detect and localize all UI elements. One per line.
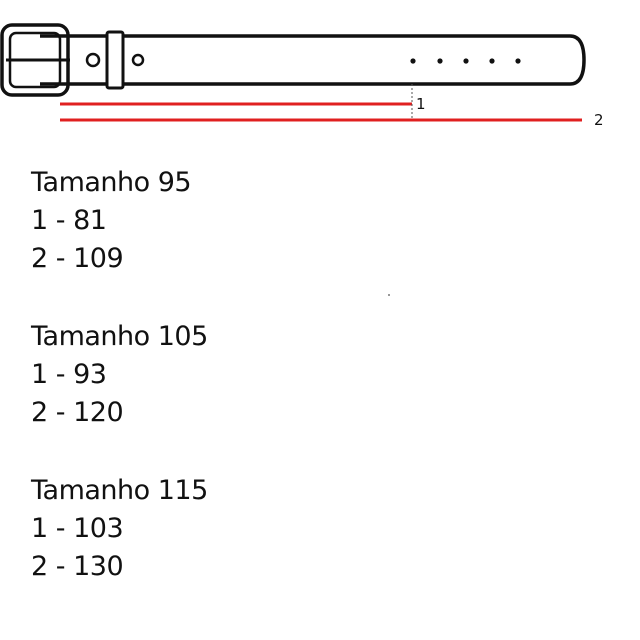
stray-dot	[388, 294, 390, 296]
belt-hole	[515, 58, 521, 64]
size-measure-2: 2 - 130	[31, 551, 124, 582]
size-measure-1: 1 - 103	[31, 513, 124, 544]
size-group-95: Tamanho 95 1 - 81 2 - 109	[31, 164, 431, 278]
size-group-115: Tamanho 115 1 - 103 2 - 130	[31, 472, 431, 586]
measurement-lines: 1 2	[60, 84, 604, 129]
belt-hole	[463, 58, 469, 64]
measure-label-1: 1	[416, 95, 426, 113]
size-title: Tamanho 95	[31, 167, 192, 198]
belt-hole	[437, 58, 443, 64]
size-measure-2: 2 - 120	[31, 397, 124, 428]
size-title: Tamanho 115	[31, 475, 208, 506]
size-list: Tamanho 95 1 - 81 2 - 109 Tamanho 105 1 …	[31, 164, 431, 626]
size-measure-1: 1 - 93	[31, 359, 107, 390]
size-group-105: Tamanho 105 1 - 93 2 - 120	[31, 318, 431, 432]
belt-buckle-icon	[0, 23, 70, 97]
measure-label-2: 2	[594, 111, 604, 129]
belt-strap-icon	[40, 30, 586, 90]
belt-diagram: 1 2	[0, 23, 604, 129]
size-title: Tamanho 105	[31, 321, 208, 352]
size-measure-2: 2 - 109	[31, 243, 124, 274]
belt-hole	[489, 58, 495, 64]
belt-hole	[410, 58, 416, 64]
size-measure-1: 1 - 81	[31, 205, 107, 236]
